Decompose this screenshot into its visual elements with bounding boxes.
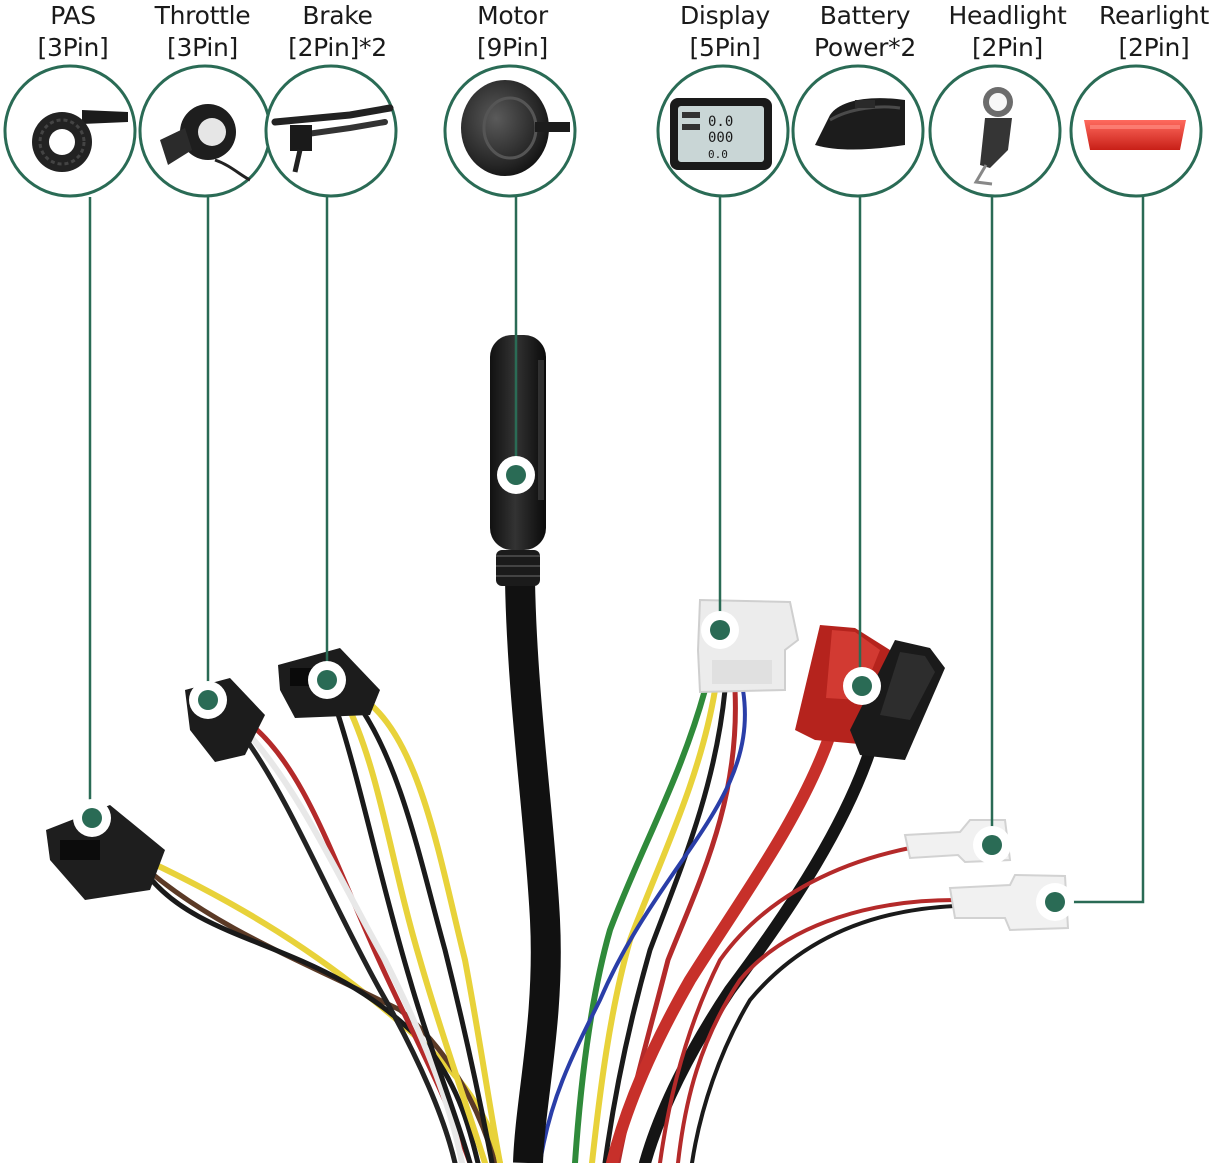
label-brake: Brake[2Pin]*2 [288,1,387,62]
marker-rearlight [1036,883,1074,921]
marker-battery [843,667,881,705]
label-headlight: Headlight[2Pin] [948,1,1067,62]
pas-sensor-icon [32,110,128,172]
marker-display [701,611,739,649]
battery-pack-icon [815,98,905,150]
marker-pas [73,799,111,837]
rearlight-connector [948,873,1070,932]
svg-text:0.0: 0.0 [708,114,733,130]
thumb-throttle-icon [160,104,251,182]
label-pas: PAS[3Pin] [37,1,109,62]
svg-text:000: 000 [708,130,733,146]
marker-dots [73,456,1074,921]
label-throttle: Throttle[3Pin] [154,1,251,62]
marker-headlight [973,826,1011,864]
hub-motor-icon [461,80,570,176]
marker-throttle [189,681,227,719]
label-motor: Motor[9Pin] [477,1,548,62]
wire-bundle [147,687,957,1163]
brake-lever-icon [271,104,394,173]
rearlight-icon [1084,120,1186,150]
marker-brake [308,661,346,699]
motor-cable [490,335,561,1163]
label-rearlight: Rearlight[2Pin] [1099,1,1209,62]
pas-connector [46,805,165,900]
lcd-display-icon: 0.0 000 0.0 [670,98,772,170]
headlight-icon [973,87,1013,186]
battery-connector-black [850,640,945,760]
leader-lines [88,197,1145,904]
marker-motor [497,456,535,494]
svg-text:0.0: 0.0 [708,148,728,161]
label-display: Display[5Pin] [679,1,771,62]
